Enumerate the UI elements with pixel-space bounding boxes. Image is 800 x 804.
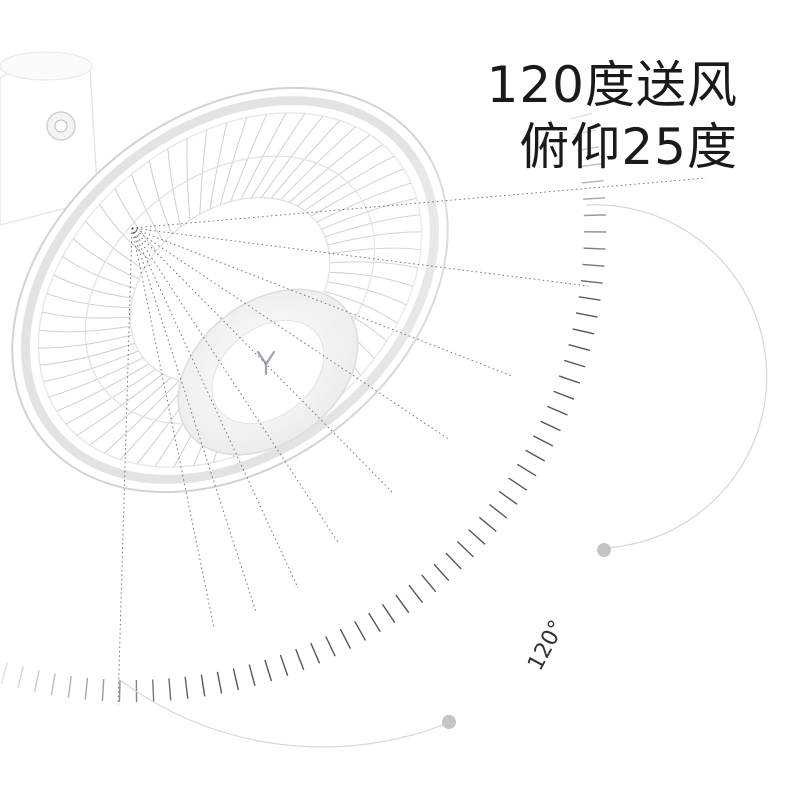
dial-end-dot-top: [597, 543, 611, 557]
dial-tick: [584, 215, 606, 216]
dial-tick: [201, 675, 204, 697]
dial-tick: [265, 660, 271, 681]
dial-tick: [280, 655, 287, 676]
headline-tilt-angle: 俯仰25度: [519, 122, 738, 172]
dial-tick: [369, 613, 381, 632]
dial-tick: [409, 585, 422, 602]
dial-tick: [185, 677, 188, 699]
dial-tick: [18, 667, 23, 688]
dial-tick: [217, 672, 221, 694]
dial-tick: [434, 564, 449, 580]
dial-tick: [311, 643, 320, 663]
background-fade: [320, 160, 620, 540]
dial-tick: [153, 680, 154, 702]
dial-tick: [102, 679, 103, 701]
dial-tick: [85, 678, 87, 700]
dial-tick: [35, 670, 40, 692]
dial-tick: [422, 575, 436, 592]
dial-end-dot-bottom: [442, 715, 456, 729]
dial-tick: [233, 668, 238, 689]
dial-tick: [355, 621, 366, 640]
dial-tick: [446, 553, 461, 569]
dial-tick: [51, 673, 55, 695]
dial-tick: [1, 662, 7, 683]
dial-tick: [458, 542, 474, 557]
dial-tick: [340, 629, 350, 649]
angle-label: 120°: [523, 616, 570, 675]
dial-tick: [68, 676, 71, 698]
dial-tick: [326, 636, 335, 656]
headline-oscillation-angle: 120度送风: [487, 60, 738, 110]
dial-tick: [584, 248, 606, 249]
dial-tick: [249, 665, 255, 686]
dial-tick: [169, 678, 171, 700]
knob-icon: [47, 112, 75, 140]
dial-tick: [382, 604, 394, 622]
dial-tick: [119, 680, 120, 702]
dial-tick: [296, 649, 304, 670]
dial-tick: [396, 595, 409, 613]
